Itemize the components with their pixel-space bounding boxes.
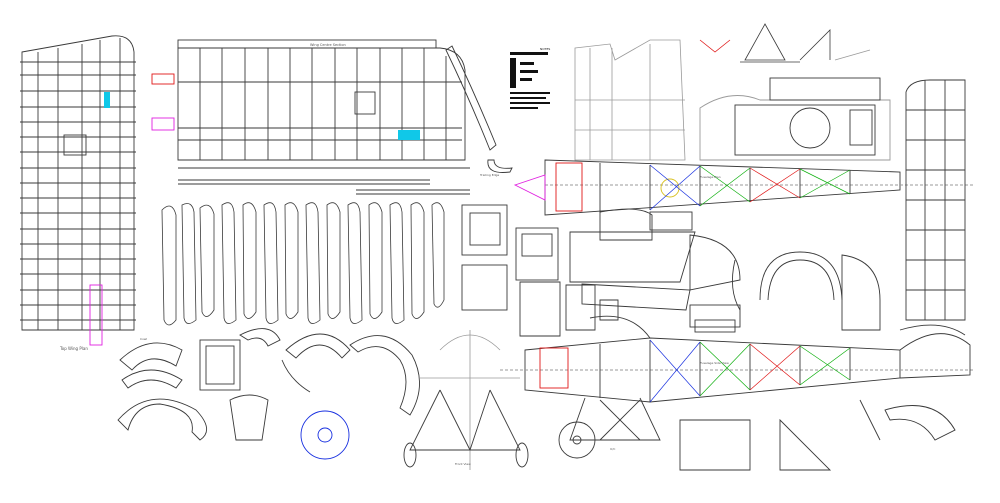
- front-view: [420, 330, 520, 470]
- top-wing-plan: [20, 35, 136, 346]
- wing-plan-title: Top Wing Plan: [59, 346, 88, 351]
- fuselage-side-bracing: [649, 339, 851, 403]
- trailing-edge-strip: [487, 159, 513, 173]
- fuselage-side-label: Fuselage Side View: [700, 361, 729, 365]
- fuselage-plan: [544, 159, 975, 216]
- cowl-label: Cowl: [140, 337, 147, 341]
- front-view-label: Front View: [455, 462, 471, 466]
- notes-block: [510, 52, 550, 109]
- cowl-parts: [117, 328, 420, 460]
- engine-mount-detail: [513, 174, 546, 201]
- cockpit-section: [699, 77, 891, 161]
- wing-centre-section-plan: [151, 39, 470, 195]
- wing-centre-label: Wing Centre Section: [310, 43, 346, 47]
- undercarriage-front: [403, 389, 529, 468]
- trailing-edge-label: Trailing Edge: [479, 173, 499, 177]
- ring-formers: [731, 251, 881, 331]
- fuselage-plan-bracing: [649, 164, 851, 211]
- fuselage-side-view: [500, 315, 975, 403]
- lower-wing-plan: [905, 79, 966, 321]
- wing-ribs: [161, 202, 445, 326]
- notes-heading: NOTES: [540, 47, 550, 51]
- fuselage-plan-label: Fuselage Plan: [700, 175, 721, 179]
- undercarriage-label: U/C: [610, 447, 615, 451]
- undercarriage-side: [558, 324, 966, 471]
- cabane-strut-details: [699, 23, 871, 63]
- fuselage-formers: [461, 204, 741, 337]
- wing-panel-outline: [574, 39, 686, 161]
- leading-edge-strip: [445, 45, 497, 151]
